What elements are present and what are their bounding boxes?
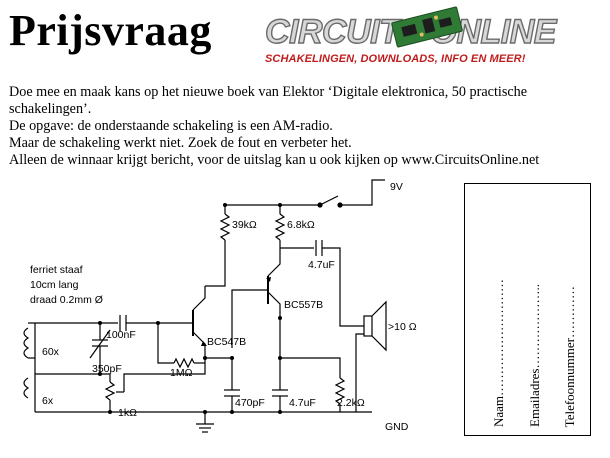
coil: [23, 327, 30, 399]
q2-label: BC557B: [284, 299, 323, 311]
phone-field[interactable]: Telefoonnummer…………: [560, 197, 580, 427]
tuning-capacitor: [89, 323, 111, 374]
rod-note-1: ferriet staaf: [30, 264, 83, 276]
c-out-label: 4.7uF: [308, 259, 335, 271]
r1-label: 39kΩ: [232, 219, 257, 231]
ground-label: GND: [385, 421, 409, 433]
logo-tagline: SCHAKELINGEN, DOWNLOADS, INFO EN MEER!: [265, 53, 526, 65]
speaker-icon: [363, 300, 387, 352]
tuning-cap-label: 350pF: [92, 363, 122, 375]
email-field-label: Emailadres………………..: [527, 284, 542, 427]
intro-text: Doe mee en maak kans op het nieuwe boek …: [9, 84, 605, 169]
rod-note-2: 10cm lang: [30, 279, 79, 291]
c47-label: 4.7uF: [289, 397, 316, 409]
c-in-label: 100nF: [106, 329, 136, 341]
intro-line: De opgave: de onderstaande schakeling is…: [9, 118, 333, 134]
r-bias-label: 1MΩ: [170, 367, 193, 379]
phone-field-label: Telefoonnummer…………: [562, 285, 577, 427]
am-radio-schematic: 9V GND ferriet staaf 10cm lang draad 0.2…: [23, 179, 417, 433]
entry-form-box: Naam……………………… Emailadres……………….. Telefoo…: [464, 183, 591, 436]
c470-label: 470pF: [235, 397, 265, 409]
supply-label: 9V: [390, 181, 403, 193]
q1-label: BC547B: [207, 336, 246, 348]
intro-line: Doe mee en maak kans op het nieuwe boek …: [9, 84, 528, 100]
circuits-online-logo: CIRCUITS ONLINE SCHAKELINGEN, DOWNLOADS,…: [264, 6, 600, 70]
intro-line: Alleen de winnaar krijgt bericht, voor d…: [9, 152, 540, 168]
intro-line: Maar de schakeling werkt niet. Zoek de f…: [9, 135, 352, 151]
name-field[interactable]: Naam………………………: [489, 197, 509, 427]
coil-tap-6x: 6x: [42, 395, 54, 407]
page-title: Prijsvraag: [9, 6, 212, 55]
bc547b-transistor: [158, 286, 232, 359]
potentiometer: [104, 358, 206, 412]
bc557b-transistor: [231, 248, 281, 348]
email-field[interactable]: Emailadres………………..: [525, 197, 545, 427]
r-load-label: 2.2kΩ: [337, 397, 365, 409]
intro-line: schakelingen’.: [9, 101, 92, 117]
speaker-label: >10 Ω: [388, 321, 417, 333]
pot-label: 1kΩ: [118, 407, 137, 419]
power-switch: [317, 195, 343, 208]
r2-label: 6.8kΩ: [287, 219, 315, 231]
rod-note-3: draad 0.2mm Ø: [30, 294, 103, 306]
name-field-label: Naam………………………: [491, 278, 506, 427]
coil-tap-60x: 60x: [42, 346, 60, 358]
